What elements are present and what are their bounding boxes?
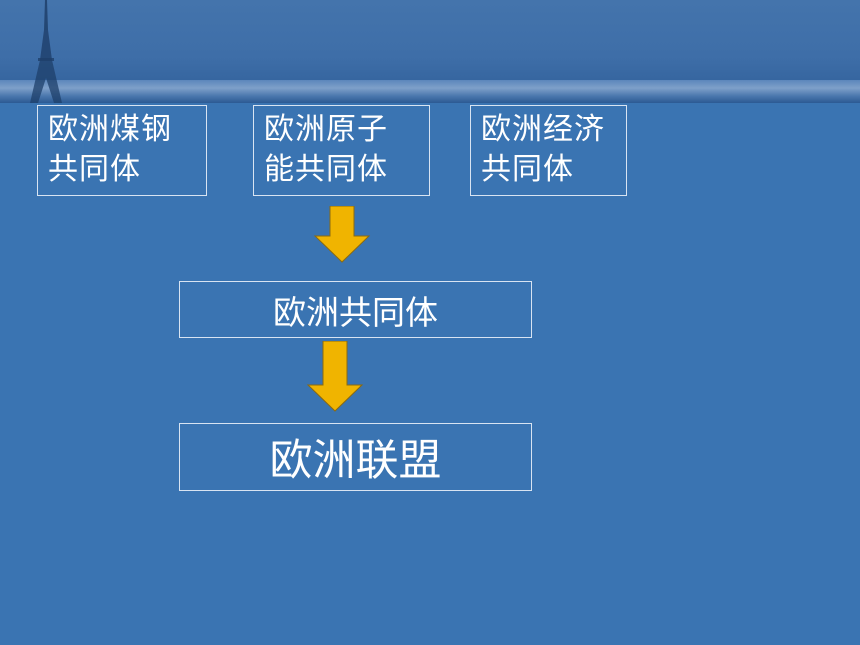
header-banner [0, 0, 860, 103]
down-arrow-icon [306, 341, 364, 412]
ec-box: 欧洲共同体 [179, 281, 532, 338]
eu-box: 欧洲联盟 [179, 423, 532, 491]
euratom-box: 欧洲原子 能共同体 [253, 105, 430, 196]
eiffel-tower-icon [30, 0, 62, 103]
down-arrow-icon [313, 206, 371, 263]
banner-band [0, 80, 860, 103]
eec-box: 欧洲经济 共同体 [470, 105, 627, 196]
ecsc-box: 欧洲煤钢 共同体 [37, 105, 207, 196]
